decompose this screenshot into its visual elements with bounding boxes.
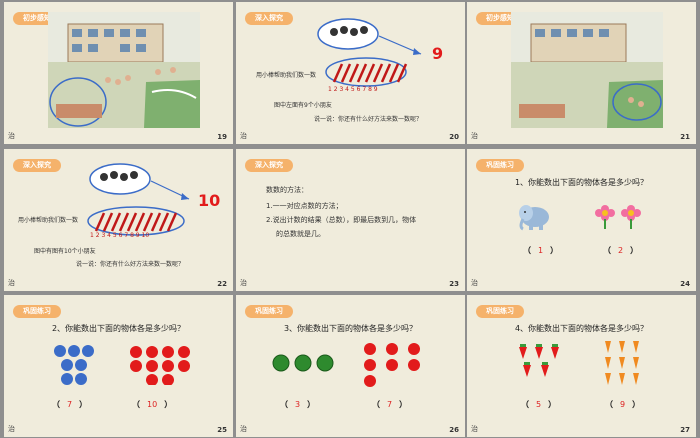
exercise-question: 4、你能数出下面的物体各是多少吗？ bbox=[514, 324, 649, 333]
method-2-cont: 的总数就是几。 bbox=[276, 230, 325, 238]
method-2: 2.说出计数的结果（总数），即最后数到几，物体 bbox=[266, 216, 417, 224]
footer-glyph: 治 bbox=[471, 279, 478, 287]
footer-glyph: 治 bbox=[8, 132, 15, 140]
slide-thumbnail-26[interactable]: 巩固练习 3、你能数出下面的物体各是多少吗？ （3） （7） 治 26 bbox=[236, 295, 465, 437]
slide-thumbnail-20[interactable]: 深入探究 9 用小棒帮助我们数一数 1 2 3 4 5 6 7 8 9 图中左面… bbox=[236, 2, 465, 144]
section-tag: 巩固练习 bbox=[13, 305, 61, 318]
count-sentence: 图中左面有9个小朋友 bbox=[274, 102, 332, 109]
answer-right: （2） bbox=[603, 246, 639, 255]
exercise-question: 1、你能数出下面的物体各是多少吗？ bbox=[514, 178, 649, 187]
discussion-prompt: 说一说：你还有什么好方法来数一数呢？ bbox=[314, 116, 423, 123]
footer-glyph: 治 bbox=[8, 425, 15, 433]
section-tag: 深入探究 bbox=[245, 159, 293, 172]
footer-glyph: 治 bbox=[471, 132, 478, 140]
answer-right: （7） bbox=[372, 400, 408, 409]
answer-right: （10） bbox=[132, 400, 173, 409]
slide-thumbnail-21[interactable]: 初步感知 治 21 bbox=[467, 2, 696, 144]
slide-number: 21 bbox=[680, 133, 690, 141]
count-result: 10 bbox=[198, 191, 221, 210]
slide-thumbnail-27[interactable]: 巩固练习 4、你能数出下面的物体各是多少吗？ （5） （9） 治 27 bbox=[467, 295, 696, 437]
slide-number: 23 bbox=[449, 280, 459, 288]
playground-illustration bbox=[48, 12, 200, 128]
watermelon-icon bbox=[272, 354, 334, 372]
section-tag: 巩固练习 bbox=[476, 159, 524, 172]
slide-thumbnail-24[interactable]: 巩固练习 1、你能数出下面的物体各是多少吗？ （1） （2） 治 24 bbox=[467, 149, 696, 291]
footer-glyph: 治 bbox=[240, 425, 247, 433]
footer-glyph: 治 bbox=[240, 279, 247, 287]
method-title: 数数的方法： bbox=[266, 186, 308, 194]
footer-glyph: 治 bbox=[8, 279, 15, 287]
instruction-text: 用小棒帮助我们数一数 bbox=[256, 72, 317, 79]
stick-digits: 1 2 3 4 5 6 7 8 9 bbox=[328, 86, 378, 93]
slide-thumbnail-19[interactable]: 初步感知 治 19 bbox=[4, 2, 233, 144]
answer-left: （7） bbox=[52, 400, 88, 409]
count-result: 9 bbox=[432, 44, 444, 63]
apple-group-icon bbox=[364, 343, 420, 387]
carrot-grid-icon bbox=[605, 341, 639, 385]
slide-number: 26 bbox=[449, 426, 459, 434]
slide-thumbnail-25[interactable]: 巩固练习 2、你能数出下面的物体各是多少吗？ （7） （10） 治 25 bbox=[4, 295, 233, 437]
strawberry-icon bbox=[519, 344, 559, 377]
slide-number: 27 bbox=[680, 426, 690, 434]
method-1: 1.一一对应点数的方法； bbox=[266, 202, 343, 210]
count-sentence: 图中有图有10个小朋友 bbox=[34, 248, 96, 255]
slide-thumbnail-23[interactable]: 深入探究 数数的方法： 1.一一对应点数的方法； 2.说出计数的结果（总数），即… bbox=[236, 149, 465, 291]
section-tag: 巩固练习 bbox=[245, 305, 293, 318]
answer-left: （5） bbox=[521, 400, 557, 409]
answer-left: （3） bbox=[280, 400, 316, 409]
slide-number: 24 bbox=[680, 280, 690, 288]
instruction-text: 用小棒帮助我们数一数 bbox=[18, 217, 79, 224]
blue-dots-icon bbox=[54, 345, 94, 385]
slide-number: 20 bbox=[449, 133, 459, 141]
slide-number: 25 bbox=[217, 426, 227, 434]
counting-sticks-illustration bbox=[317, 18, 422, 87]
flower-pair-icon bbox=[595, 205, 641, 229]
exercise-question: 3、你能数出下面的物体各是多少吗？ bbox=[283, 324, 418, 333]
answer-left: （1） bbox=[523, 246, 559, 255]
slide-number: 19 bbox=[217, 133, 227, 141]
discussion-prompt: 说一说：你还有什么好方法来数一数呢？ bbox=[76, 261, 185, 268]
tomato-grid-icon bbox=[130, 346, 190, 385]
counting-sticks-illustration bbox=[87, 163, 190, 236]
slide-number: 22 bbox=[217, 280, 227, 288]
section-tag: 巩固练习 bbox=[476, 305, 524, 318]
footer-glyph: 治 bbox=[471, 425, 478, 433]
exercise-question: 2、你能数出下面的物体各是多少吗？ bbox=[51, 324, 186, 333]
answer-right: （9） bbox=[605, 400, 641, 409]
footer-glyph: 治 bbox=[240, 132, 247, 140]
section-tag: 深入探究 bbox=[245, 12, 293, 25]
slide-thumbnail-22[interactable]: 深入探究 10 用小棒帮助我们数一数 1 2 3 4 5 6 7 8 9 10 … bbox=[4, 149, 233, 291]
stick-digits: 1 2 3 4 5 6 7 8 9 10 bbox=[90, 232, 150, 239]
elephant-icon bbox=[519, 205, 549, 231]
section-tag: 深入探究 bbox=[13, 159, 61, 172]
playground-illustration bbox=[511, 12, 663, 128]
